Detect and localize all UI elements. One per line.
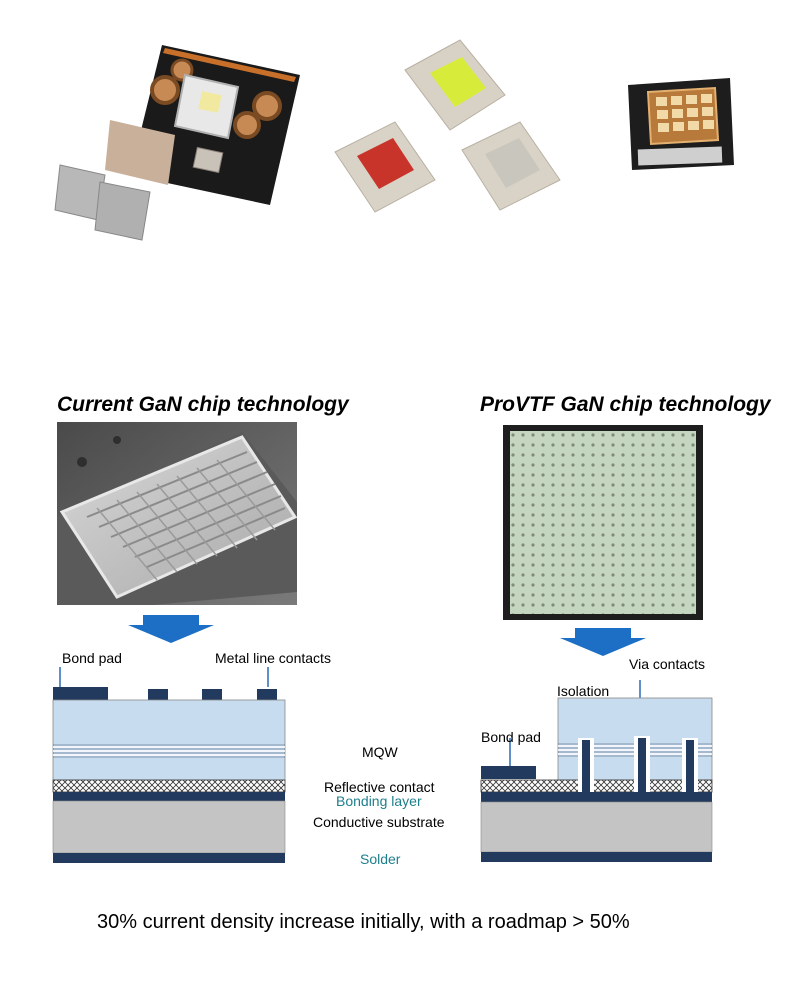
right-heading: ProVTF GaN chip technology [480, 393, 771, 416]
mqw-label: MQW [362, 744, 398, 760]
metal-line-contact [202, 689, 222, 700]
provtf-chip-micrograph [503, 425, 703, 620]
current-chip-cross-section [52, 667, 286, 863]
left-bond-pad-label: Bond pad [62, 650, 122, 666]
bond-pad-block [481, 766, 536, 779]
metal-line-contact [257, 689, 277, 700]
footer-caption: 30% current density increase initially, … [97, 911, 630, 933]
isolation-label: Isolation [557, 683, 610, 699]
bond-pad-block [53, 687, 108, 700]
right-bond-pad-label: Bond pad [481, 729, 541, 745]
led-package-multichip-photo [628, 78, 734, 170]
current-chip-micrograph [57, 422, 297, 605]
metal-line-contacts-label: Metal line contacts [215, 650, 331, 666]
via-contact [682, 738, 698, 802]
via-contacts-label: Via contacts [629, 656, 706, 672]
left-heading: Current GaN chip technology [57, 393, 349, 416]
solder-label: Solder [360, 851, 401, 867]
conductive-substrate-label: Conductive substrate [313, 814, 445, 830]
provtf-chip-cross-section [480, 680, 713, 862]
led-package-board-photo [54, 45, 300, 241]
via-contact [578, 738, 594, 802]
right-down-arrow [560, 628, 646, 656]
via-contact [634, 736, 650, 802]
left-down-arrow [128, 615, 214, 643]
reflective-contact-label: Reflective contact [324, 779, 435, 795]
product-photos [54, 39, 734, 241]
bonding-layer-label: Bonding layer [336, 793, 422, 809]
led-package-trio-photo [334, 39, 561, 213]
metal-line-contact [148, 689, 168, 700]
